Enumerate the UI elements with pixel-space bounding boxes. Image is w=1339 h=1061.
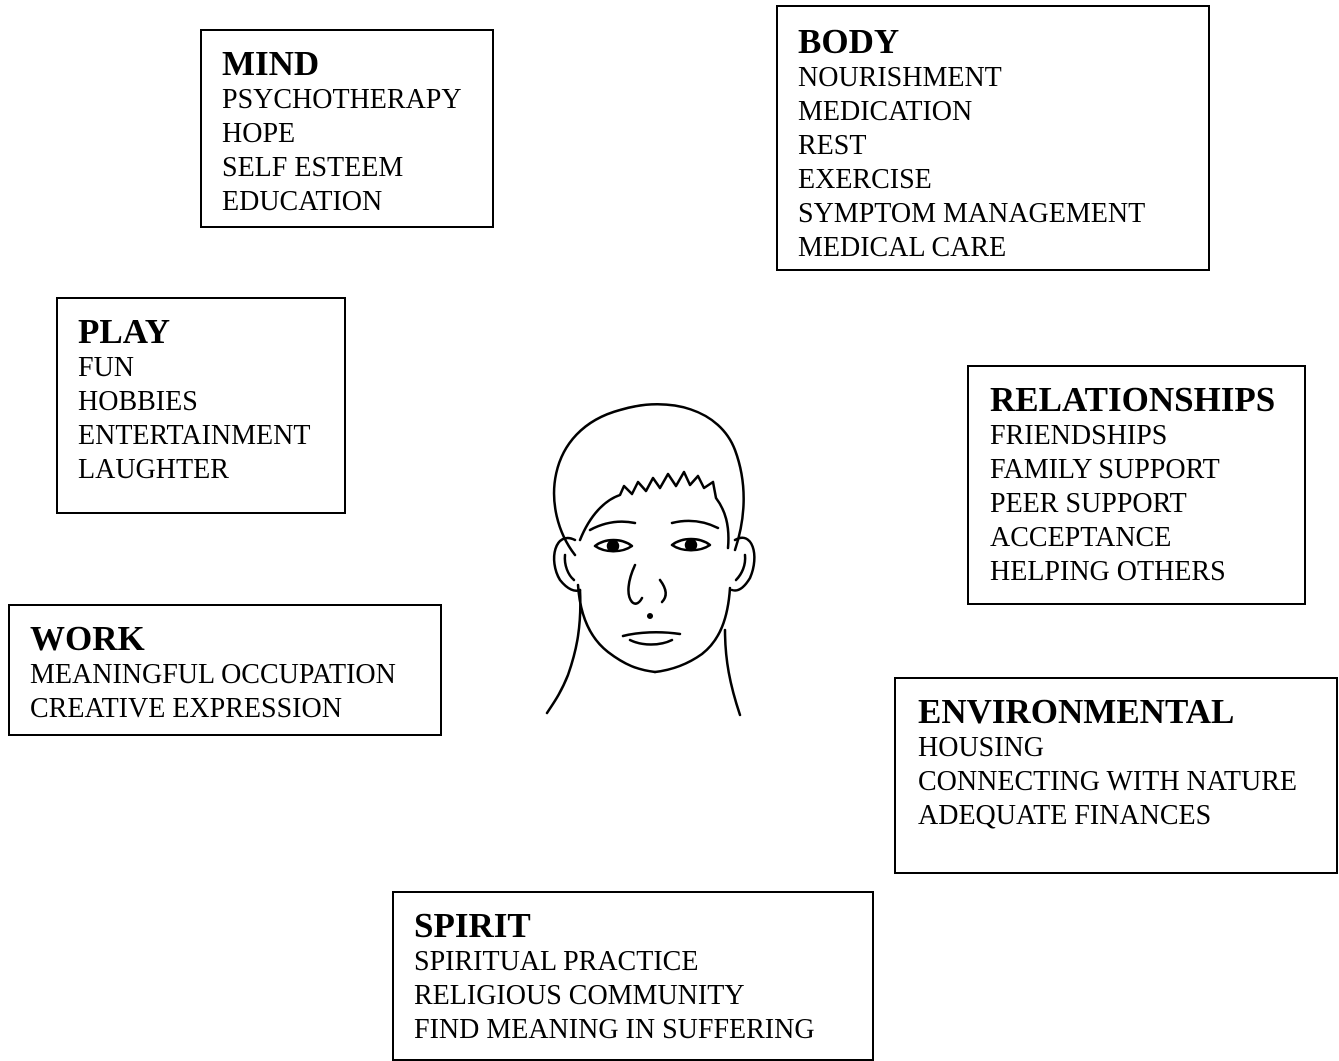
list-item: MEDICATION [798,96,973,127]
spirit-box: SPIRIT SPIRITUAL PRACTICE RELIGIOUS COMM… [392,891,874,1061]
right-eyebrow [670,519,720,530]
list-item: CREATIVE EXPRESSION [30,693,342,724]
mouth [621,631,682,638]
list-item: CONNECTING WITH NATURE [918,766,1297,797]
play-title: PLAY [78,312,171,351]
list-item: EXERCISE [798,164,932,195]
mind-list: PSYCHOTHERAPY HOPE SELF ESTEEM EDUCATION [222,83,492,219]
list-item: NOURISHMENT [798,62,1002,93]
list-item: RELIGIOUS COMMUNITY [414,980,745,1011]
list-item: MEANINGFUL OCCUPATION [30,659,396,690]
nose-right [658,578,667,604]
list-item: FUN [78,352,135,383]
list-item: SELF ESTEEM [222,152,404,183]
nostril [646,612,654,620]
neck-left [545,588,582,715]
list-item: MEDICAL CARE [798,232,1007,263]
play-list: FUN HOBBIES ENTERTAINMENT LAUGHTER [78,351,344,487]
list-item: SYMPTOM MANAGEMENT [798,198,1146,229]
body-box: BODY NOURISHMENT MEDICATION REST EXERCIS… [776,5,1210,271]
list-item: EDUCATION [222,186,383,217]
environmental-box: ENVIRONMENTAL HOUSING CONNECTING WITH NA… [894,677,1338,874]
list-item: REST [798,130,867,161]
left-eyebrow [588,520,637,532]
list-item: HOBBIES [78,386,198,417]
mind-title: MIND [222,44,320,83]
hairline [578,470,730,550]
work-box: WORK MEANINGFUL OCCUPATION CREATIVE EXPR… [8,604,442,736]
neck-right [723,628,742,717]
list-item: ACCEPTANCE [990,522,1172,553]
spirit-list: SPIRITUAL PRACTICE RELIGIOUS COMMUNITY F… [414,945,872,1047]
jaw-left [576,583,657,674]
work-title: WORK [30,619,145,658]
nose [627,563,644,605]
list-item: HOUSING [918,732,1044,763]
left-ear-inner [563,553,576,582]
right-eye [670,537,712,552]
spirit-title: SPIRIT [414,906,531,945]
right-pupil [684,538,698,552]
play-box: PLAY FUN HOBBIES ENTERTAINMENT LAUGHTER [56,297,346,514]
list-item: PEER SUPPORT [990,488,1187,519]
list-item: SPIRITUAL PRACTICE [414,946,699,977]
list-item: HELPING OTHERS [990,556,1226,587]
relationships-box: RELATIONSHIPS FRIENDSHIPS FAMILY SUPPORT… [967,365,1306,605]
left-ear [552,536,582,592]
environmental-list: HOUSING CONNECTING WITH NATURE ADEQUATE … [918,731,1336,833]
body-list: NOURISHMENT MEDICATION REST EXERCISE SYM… [798,61,1208,265]
environmental-title: ENVIRONMENTAL [918,692,1235,731]
right-ear-inner [734,553,747,582]
left-pupil [606,539,620,553]
list-item: ENTERTAINMENT [78,420,311,451]
lower-lip [628,638,674,646]
person-face-sketch-icon [545,403,756,717]
relationships-list: FRIENDSHIPS FAMILY SUPPORT PEER SUPPORT … [990,419,1304,589]
relationships-title: RELATIONSHIPS [990,380,1276,419]
mind-box: MIND PSYCHOTHERAPY HOPE SELF ESTEEM EDUC… [200,29,494,228]
head-outline [552,403,745,557]
list-item: HOPE [222,118,296,149]
left-eye [593,538,634,553]
body-title: BODY [798,22,900,61]
jaw-right [653,586,732,674]
list-item: ADEQUATE FINANCES [918,800,1212,831]
list-item: LAUGHTER [78,454,229,485]
work-list: MEANINGFUL OCCUPATION CREATIVE EXPRESSIO… [30,658,440,726]
right-ear [730,536,756,592]
list-item: FRIENDSHIPS [990,420,1168,451]
list-item: FAMILY SUPPORT [990,454,1220,485]
list-item: PSYCHOTHERAPY [222,84,462,115]
list-item: FIND MEANING IN SUFFERING [414,1014,815,1045]
